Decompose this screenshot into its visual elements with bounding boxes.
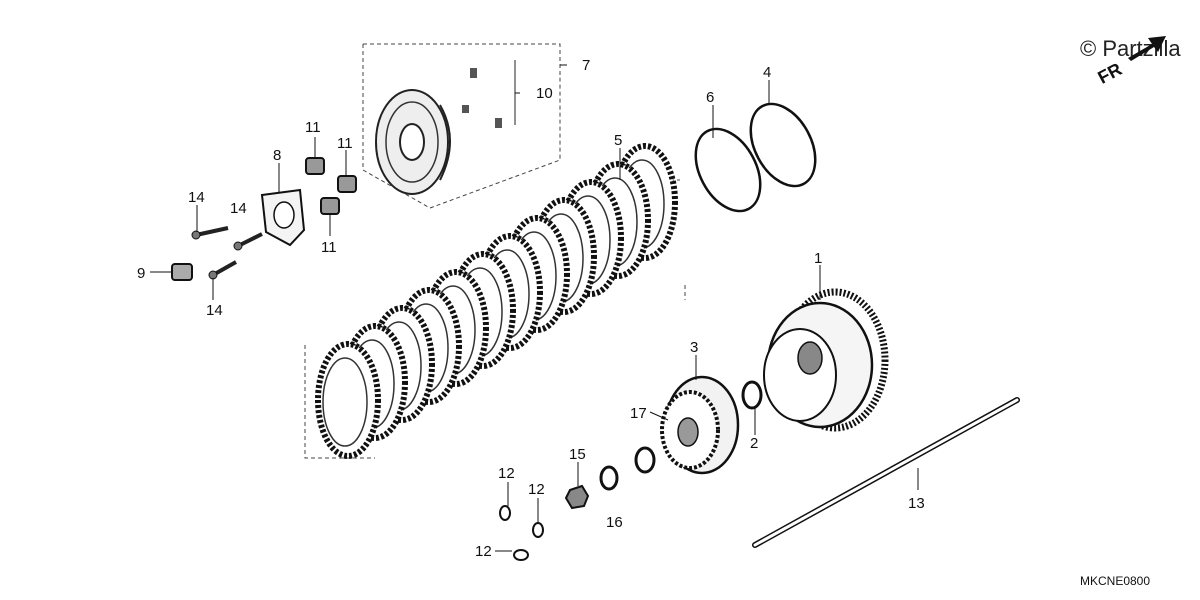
plate-inner-edge — [322, 357, 368, 447]
bolts — [171, 226, 263, 281]
callout-12-left: 12 — [498, 465, 515, 482]
lifter-plate — [260, 188, 306, 247]
callout-1: 1 — [814, 250, 822, 267]
callout-9: 9 — [137, 265, 145, 282]
callout-14-mid: 14 — [230, 200, 247, 217]
callouts: 1 2 3 4 5 6 7 8 9 10 11 11 11 12 12 12 1… — [137, 57, 925, 560]
callout-11-right: 11 — [337, 135, 353, 152]
diagram-code: MKCNE0800 — [1080, 574, 1150, 588]
small-seals — [499, 505, 544, 561]
callout-11-bottom: 11 — [321, 239, 337, 256]
callout-12-right: 12 — [528, 481, 545, 498]
callout-13: 13 — [908, 495, 925, 512]
callout-6: 6 — [706, 89, 714, 106]
clutch-plates — [315, 143, 678, 459]
callout-3: 3 — [690, 339, 698, 356]
callout-17: 17 — [630, 405, 647, 422]
callout-8: 8 — [273, 147, 281, 164]
front-arrow — [1128, 36, 1166, 61]
clutch-center — [660, 375, 740, 475]
clutch-outer — [763, 288, 889, 432]
washers-and-nut — [564, 380, 763, 510]
wire-rings — [694, 102, 817, 213]
callout-12-bottom: 12 — [475, 543, 492, 560]
pressure-plate-group — [362, 43, 561, 209]
callout-11-top: 11 — [305, 119, 321, 136]
callout-14-bottom: 14 — [206, 302, 223, 319]
friction-plate — [315, 341, 381, 459]
watermark-block: © Partzilla FR — [1080, 36, 1181, 88]
callout-14-top: 14 — [188, 189, 205, 206]
callout-2: 2 — [750, 435, 758, 452]
callout-5: 5 — [614, 132, 622, 149]
callout-16: 16 — [606, 514, 623, 531]
clutch-springs — [305, 157, 357, 215]
callout-10: 10 — [536, 85, 553, 102]
front-marker: FR — [1095, 59, 1126, 88]
callout-4: 4 — [763, 64, 771, 81]
callout-15: 15 — [569, 446, 586, 463]
callout-7: 7 — [582, 57, 590, 74]
leader-lines — [150, 64, 919, 552]
push-rod — [752, 397, 1020, 548]
